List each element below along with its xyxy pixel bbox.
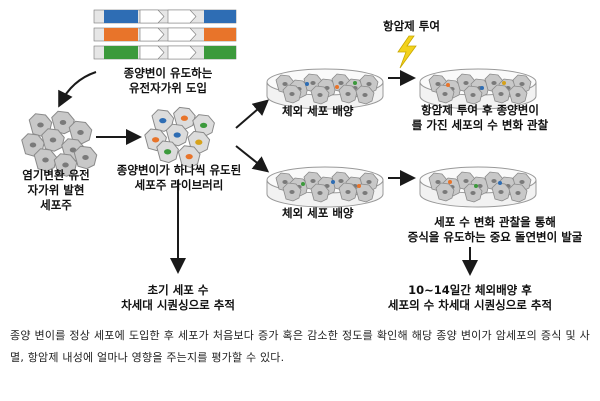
petri-dish-top-right [419,68,537,110]
label-in-vitro-top: 체외 세포 배양 [282,104,354,118]
petri-dish-bottom-right [419,166,537,208]
curved-arrow-intro [58,71,97,108]
gene-construct-green [93,45,237,60]
label-host-cells: 염기변환 유전 자가위 발현 세포주 [22,168,90,212]
label-observe-drug: 항암제 투여 후 종양변이 를 가진 세포의 수 변화 관찰 [411,103,549,132]
label-library: 종양변이가 하나씩 유도된 세포주 라이브러리 [116,163,242,192]
label-initial-track: 초기 세포 수 차세대 시퀀싱으로 추적 [121,283,235,312]
library-cell-cluster [144,106,215,168]
gene-construct-blue [93,9,237,24]
arrow-to-top-dish [235,99,270,129]
label-in-vitro-bottom: 체외 세포 배양 [282,206,354,220]
petri-dish-bottom-left [266,166,384,208]
gene-construct-group [93,9,237,60]
gene-construct-orange [93,27,237,42]
arrow-to-bottom-dish [235,145,270,173]
label-drug-treatment: 항암제 투여 [383,19,440,33]
label-later-track: 10~14일간 체외배양 후 세포의 수 차세대 시퀀싱으로 추적 [387,283,553,312]
figure-caption: 종양 변이를 정상 세포에 도입한 후 세포가 처음보다 증가 혹은 감소한 정… [10,329,590,364]
petri-dish-top-left [266,68,384,110]
lightning-bolt-icon [397,35,417,69]
label-crispr-intro: 종양변이 유도하는 유전자가위 도입 [123,66,213,95]
label-discover: 세포 수 변화 관찰을 통해 증식을 유도하는 중요 돌연변이 발굴 [407,215,583,244]
host-cell-cluster [21,110,98,177]
